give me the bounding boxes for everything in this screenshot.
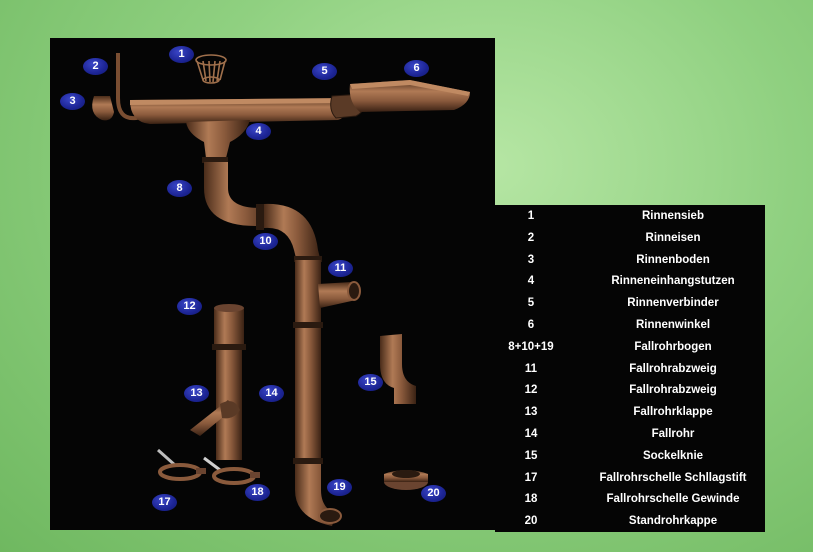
legend-label: Rinneneinhangstutzen	[611, 275, 735, 288]
legend-number: 2	[527, 231, 535, 244]
fallrohrabzweig-part	[295, 260, 321, 326]
legend-label: Standrohrkappe	[628, 515, 718, 528]
legend-label: Fallrohrschelle Schllagstift	[599, 471, 747, 484]
legend-row: 1 Rinnensieb	[495, 206, 765, 228]
legend-label: Fallrohrklappe	[633, 406, 713, 419]
rinneneinhangstutzen-part	[186, 120, 250, 158]
legend-label: Rinneisen	[645, 231, 701, 244]
legend-number: 12	[524, 384, 538, 397]
legend-label: Fallrohrabzweig	[629, 362, 717, 375]
legend-number: 4	[527, 275, 535, 288]
badge-15: 15	[358, 374, 383, 391]
badge-5: 5	[312, 63, 337, 80]
legend-number: 14	[524, 428, 538, 440]
fallrohrschelle-gewinde-part	[203, 456, 260, 485]
badge-4: 4	[246, 123, 271, 140]
legend-number: 11	[524, 362, 538, 375]
fallrohrabzweig-standalone	[212, 304, 246, 460]
badge-10: 10	[253, 233, 278, 250]
badge-8: 8	[167, 180, 192, 197]
legend-label: Fallrohrschelle Gewinde	[606, 493, 740, 506]
fallrohrbogen-lower	[264, 203, 320, 258]
badge-11: 11	[328, 260, 353, 277]
legend-row: 11 Fallrohrabzweig	[495, 359, 765, 381]
rinnenboden-part	[92, 96, 114, 121]
badge-12: 12	[177, 298, 202, 315]
fallrohrschelle-schlagstift-part	[157, 448, 206, 481]
legend-number: 18	[524, 493, 538, 506]
legend-row: 6 Rinnenwinkel	[495, 315, 765, 337]
legend-row: 17 Fallrohrschelle Schllagstift	[495, 468, 765, 490]
legend-row: 18 Fallrohrschelle Gewinde	[495, 489, 765, 511]
legend-row: 2 Rinneisen	[495, 228, 765, 250]
legend-row: 13 Fallrohrklappe	[495, 402, 765, 424]
gutter-diagram: 1 2 3 4 5 6 8 10 11 12 13 14 15 17 18 19…	[50, 38, 495, 530]
legend-number: 1	[527, 210, 535, 222]
badge-13: 13	[184, 385, 209, 402]
legend-number: 20	[524, 515, 538, 528]
gutter-parts-illustration	[92, 53, 470, 526]
standrohrkappe-part	[384, 470, 428, 490]
legend-number: 5	[527, 297, 535, 310]
legend-row: 15 Sockelknie	[495, 446, 765, 468]
fallrohr-part	[295, 328, 321, 462]
legend-number: 3	[527, 253, 535, 266]
legend-number: 15	[524, 449, 538, 462]
badge-1: 1	[169, 46, 194, 63]
legend-row: 12 Fallrohrabzweig	[495, 380, 765, 402]
legend-label: Rinnensieb	[642, 210, 704, 222]
legend-number: 6	[527, 319, 535, 331]
parts-legend-table: 1 Rinnensieb 2 Rinneisen 3 Rinnenboden 4…	[495, 205, 765, 532]
legend-number: 8+10+19	[508, 340, 554, 353]
legend-label: Fallrohrbogen	[634, 340, 712, 353]
badge-14: 14	[259, 385, 284, 402]
badge-18: 18	[245, 484, 270, 501]
legend-label: Rinnenboden	[636, 253, 710, 266]
legend-row: 5 Rinnenverbinder	[495, 293, 765, 315]
legend-label: Rinnenverbinder	[627, 297, 719, 310]
badge-2: 2	[83, 58, 108, 75]
legend-label: Fallrohr	[651, 428, 695, 440]
legend-label: Fallrohrabzweig	[629, 384, 717, 397]
legend-row: 4 Rinneneinhangstutzen	[495, 271, 765, 293]
badge-3: 3	[60, 93, 85, 110]
badge-20: 20	[421, 485, 446, 502]
legend-row: 14 Fallrohr	[495, 424, 765, 446]
legend-row: 20 Standrohrkappe	[495, 511, 765, 533]
legend-label: Rinnenwinkel	[635, 319, 711, 331]
legend-label: Sockelknie	[642, 449, 704, 462]
badge-19: 19	[327, 479, 352, 496]
legend-row: 3 Rinnenboden	[495, 250, 765, 272]
rinnensieb-part	[195, 54, 227, 84]
legend-row: 8+10+19 Fallrohrbogen	[495, 337, 765, 359]
badge-17: 17	[152, 494, 177, 511]
legend-number: 13	[524, 406, 538, 419]
sockelknie-part	[380, 334, 416, 404]
legend-number: 17	[524, 471, 538, 484]
badge-6: 6	[404, 60, 429, 77]
